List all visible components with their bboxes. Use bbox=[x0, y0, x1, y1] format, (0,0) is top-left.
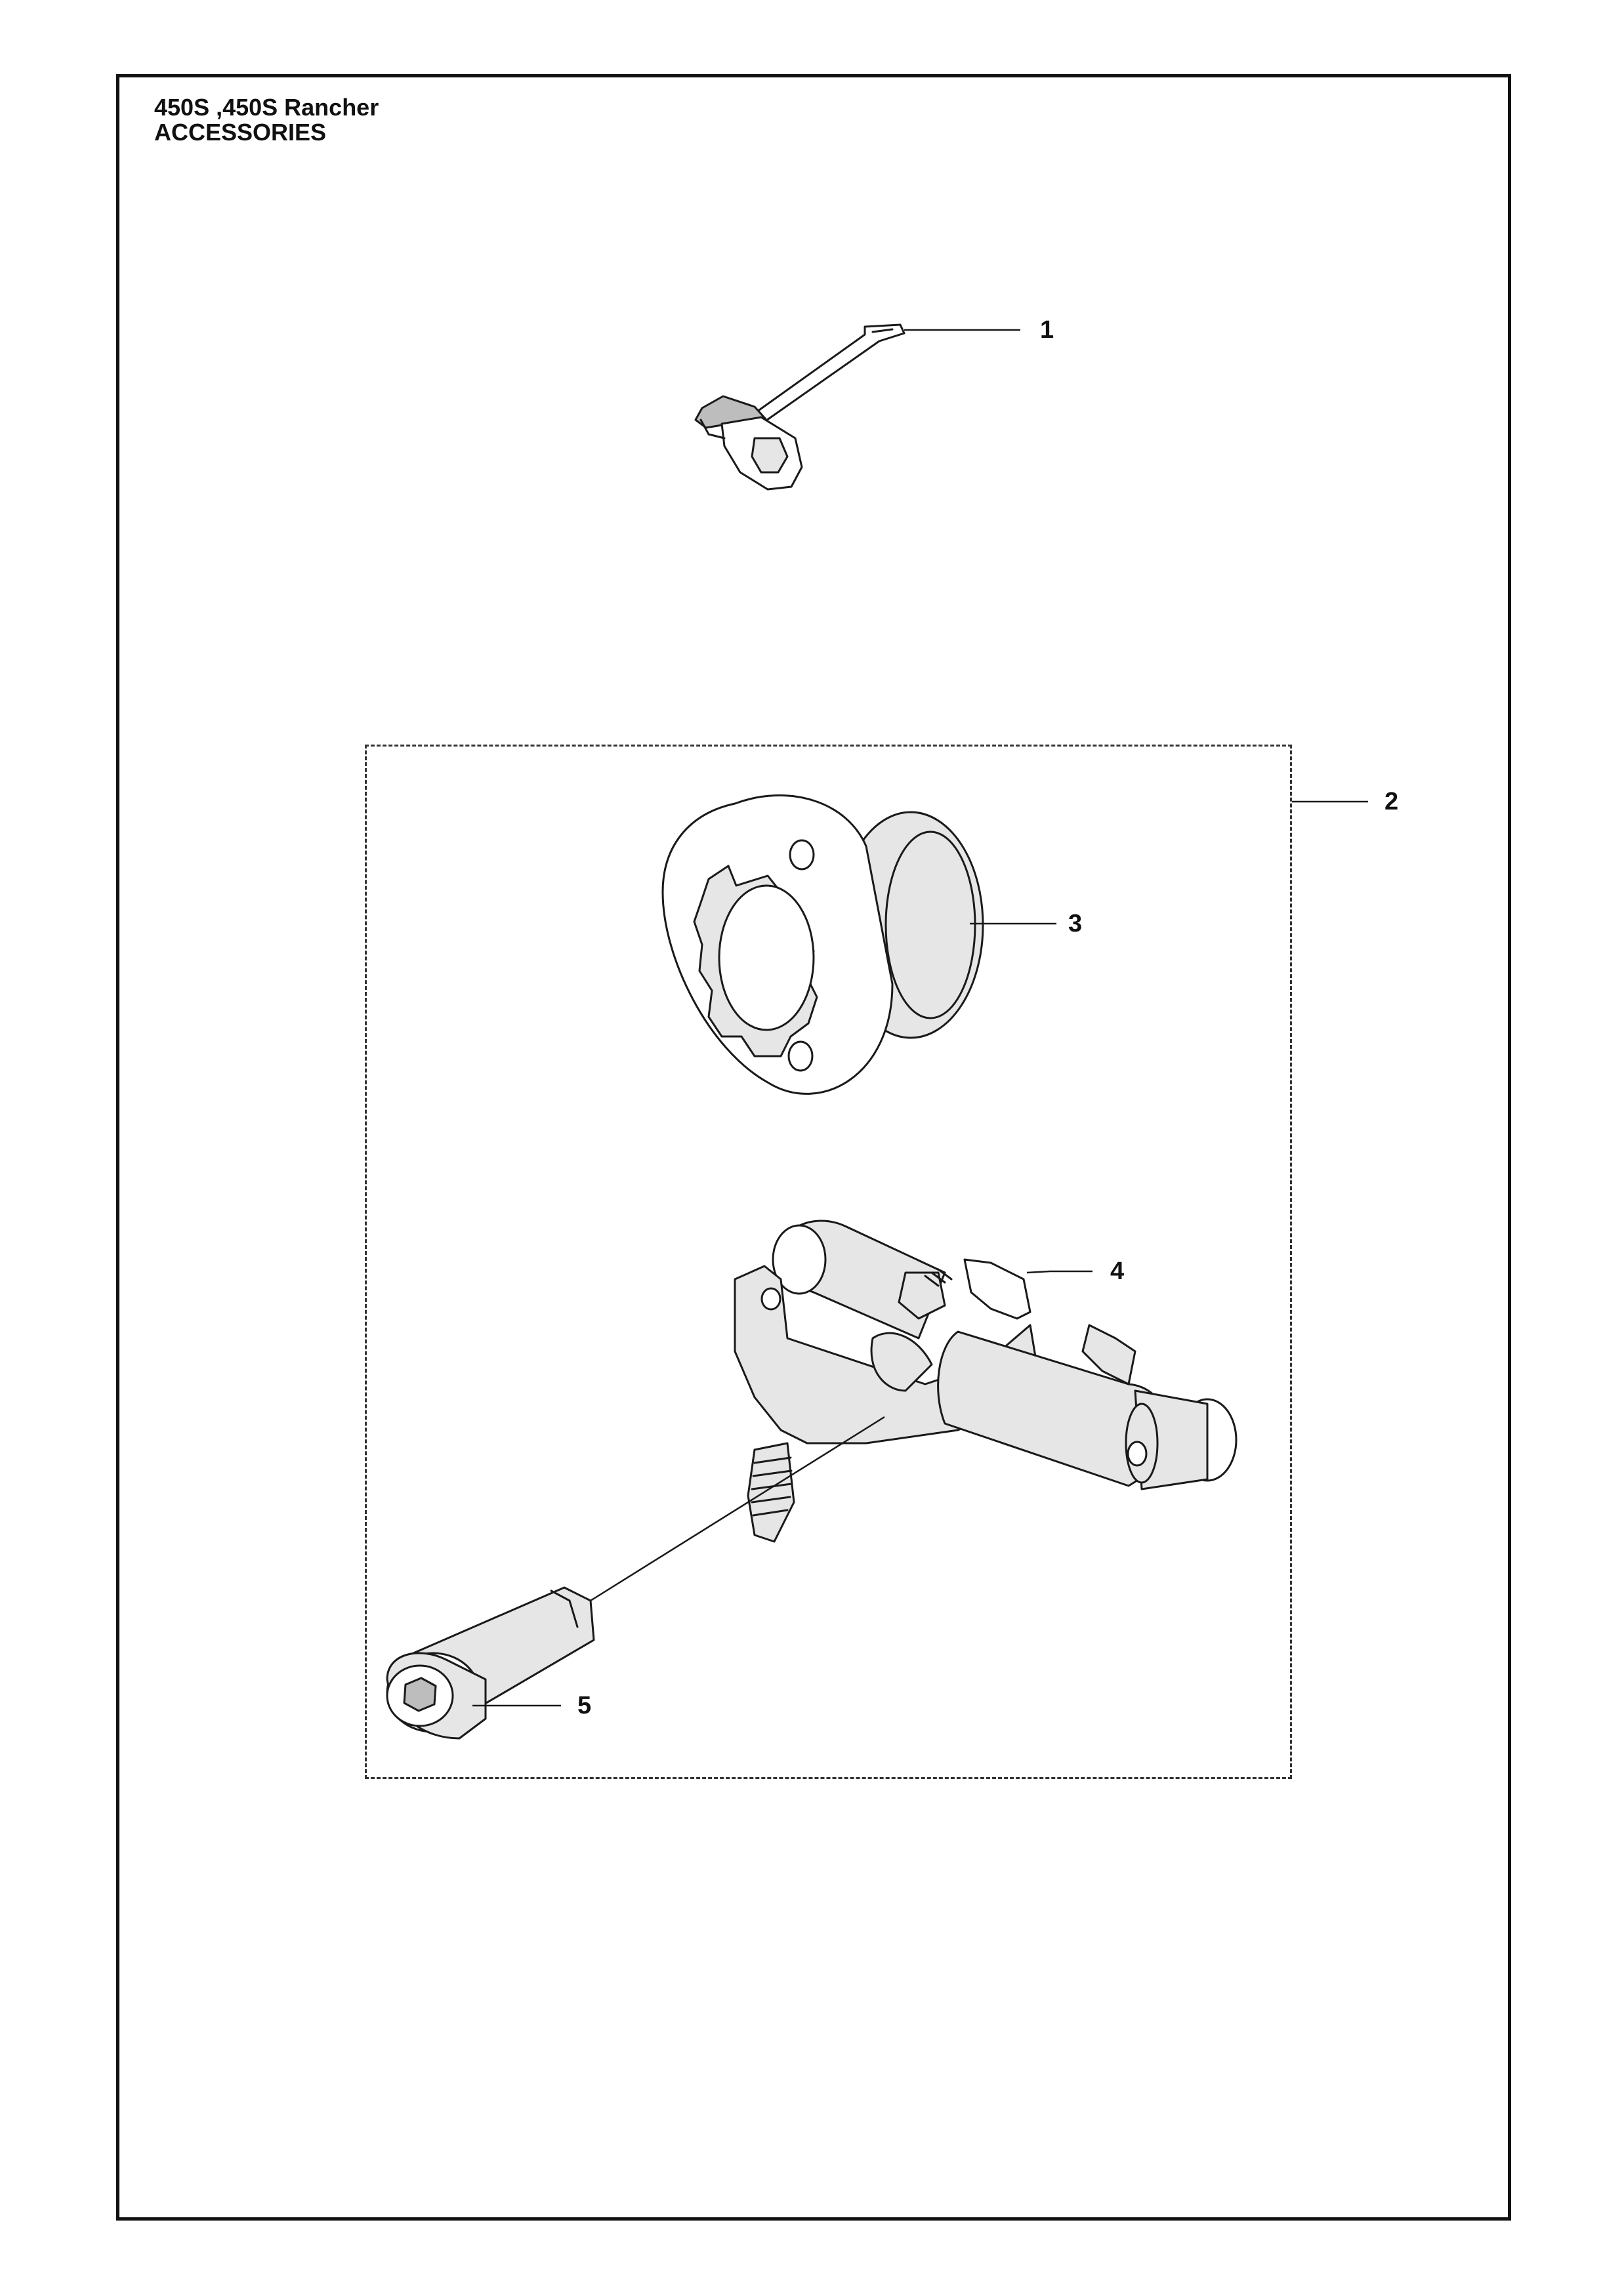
title-block: 450S ,450S Rancher ACCESSORIES bbox=[154, 95, 379, 145]
callout-5[interactable]: 5 bbox=[577, 1692, 592, 1719]
rim-sprocket-icon[interactable] bbox=[661, 794, 984, 1095]
callout-2[interactable]: 2 bbox=[1385, 788, 1399, 815]
callout-1[interactable]: 1 bbox=[1040, 316, 1054, 344]
assembly-line-screw bbox=[590, 1416, 885, 1602]
socket-head-screw-icon[interactable] bbox=[386, 1586, 595, 1740]
callout-4[interactable]: 4 bbox=[1110, 1258, 1125, 1285]
section-title: ACCESSORIES bbox=[154, 119, 327, 146]
model-title: 450S ,450S Rancher bbox=[154, 94, 379, 121]
chain-tensioner-icon[interactable] bbox=[734, 1220, 1238, 1543]
combination-wrench-icon[interactable] bbox=[694, 323, 906, 491]
drawing-frame bbox=[116, 74, 1511, 2221]
callout-3[interactable]: 3 bbox=[1068, 910, 1083, 937]
leader-line-4 bbox=[1026, 1270, 1093, 1274]
kit-group-boundary bbox=[365, 745, 1292, 1779]
